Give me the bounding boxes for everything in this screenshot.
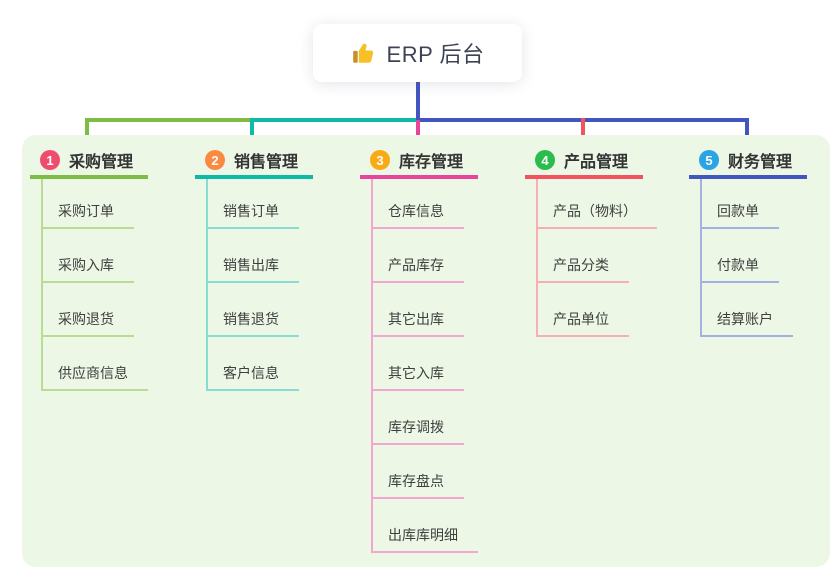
child-label: 库存盘点 [373,471,464,499]
child-label: 其它出库 [373,309,464,337]
child-label: 产品单位 [538,309,629,337]
child-label: 仓库信息 [373,201,464,229]
connector-drop-branch4 [581,118,585,144]
child-label: 产品（物料） [538,201,657,229]
child-node[interactable]: 其它出库 [373,283,478,337]
branch-product: 4 产品管理 产品（物料） 产品分类 产品单位 [525,145,657,337]
child-node[interactable]: 采购入库 [43,229,148,283]
child-node[interactable]: 供应商信息 [43,337,148,391]
child-label: 客户信息 [208,363,299,391]
branch-number-badge: 1 [40,150,60,170]
child-node[interactable]: 结算账户 [702,283,793,337]
connector-horizontal-branch1 [85,118,252,122]
child-node[interactable]: 库存盘点 [373,445,478,499]
child-label: 出库库明细 [373,525,478,553]
branches-panel [22,135,830,567]
branch-label: 采购管理 [69,154,134,171]
child-label: 库存调拨 [373,417,464,445]
child-label: 产品分类 [538,255,629,283]
child-node[interactable]: 出库库明细 [373,499,478,553]
branch-title-finance[interactable]: 5 财务管理 [689,145,807,179]
child-label: 销售退货 [208,309,299,337]
child-node[interactable]: 销售订单 [208,179,299,229]
child-label: 采购入库 [43,255,134,283]
child-node[interactable]: 产品分类 [538,229,657,283]
child-node[interactable]: 采购退货 [43,283,148,337]
child-label: 采购订单 [43,201,134,229]
child-node[interactable]: 采购订单 [43,179,148,229]
branch-label: 产品管理 [564,154,629,171]
branch-children: 销售订单 销售出库 销售退货 客户信息 [206,179,299,391]
branch-number-badge: 2 [205,150,225,170]
connector-root-drop [416,82,420,120]
branch-children: 仓库信息 产品库存 其它出库 其它入库 库存调拨 库存盘点 出库库明细 [371,179,478,553]
child-label: 销售出库 [208,255,299,283]
child-label: 供应商信息 [43,363,148,391]
branch-sales: 2 销售管理 销售订单 销售出库 销售退货 客户信息 [195,145,313,391]
branch-title-sales[interactable]: 2 销售管理 [195,145,313,179]
root-node-label: ERP 后台 [386,42,485,67]
child-label: 产品库存 [373,255,464,283]
child-node[interactable]: 产品（物料） [538,179,657,229]
branch-number-badge: 3 [370,150,390,170]
root-node-erp[interactable]: ERP 后台 [313,24,522,82]
branch-label: 财务管理 [728,154,793,171]
thumbs-up-icon [352,43,373,63]
child-label: 其它入库 [373,363,464,391]
child-node[interactable]: 产品库存 [373,229,478,283]
branch-number-badge: 5 [699,150,719,170]
branch-purchase: 1 采购管理 采购订单 采购入库 采购退货 供应商信息 [30,145,148,391]
child-node[interactable]: 库存调拨 [373,391,478,445]
connector-horizontal-branch2 [250,118,418,122]
connector-drop-branch3 [416,120,420,144]
branch-title-inventory[interactable]: 3 库存管理 [360,145,478,179]
child-node[interactable]: 销售出库 [208,229,299,283]
child-node[interactable]: 仓库信息 [373,179,478,229]
child-label: 采购退货 [43,309,134,337]
child-label: 回款单 [702,201,779,229]
branch-children: 回款单 付款单 结算账户 [700,179,793,337]
branch-label: 销售管理 [234,154,299,171]
child-label: 付款单 [702,255,779,283]
branch-number-badge: 4 [535,150,555,170]
child-node[interactable]: 其它入库 [373,337,478,391]
branch-finance: 5 财务管理 回款单 付款单 结算账户 [689,145,807,337]
branch-children: 产品（物料） 产品分类 产品单位 [536,179,657,337]
branch-inventory: 3 库存管理 仓库信息 产品库存 其它出库 其它入库 库存调拨 库存盘点 出库库… [360,145,478,553]
branch-children: 采购订单 采购入库 采购退货 供应商信息 [41,179,148,391]
child-node[interactable]: 销售退货 [208,283,299,337]
branch-label: 库存管理 [399,154,464,171]
connector-drop-branch1 [85,118,89,144]
child-node[interactable]: 产品单位 [538,283,657,337]
branch-title-purchase[interactable]: 1 采购管理 [30,145,148,179]
connector-drop-branch2 [250,118,254,144]
child-node[interactable]: 付款单 [702,229,793,283]
child-node[interactable]: 客户信息 [208,337,299,391]
branch-title-product[interactable]: 4 产品管理 [525,145,643,179]
child-node[interactable]: 回款单 [702,179,793,229]
connector-drop-branch5 [745,118,749,144]
child-label: 销售订单 [208,201,299,229]
child-label: 结算账户 [702,309,793,337]
